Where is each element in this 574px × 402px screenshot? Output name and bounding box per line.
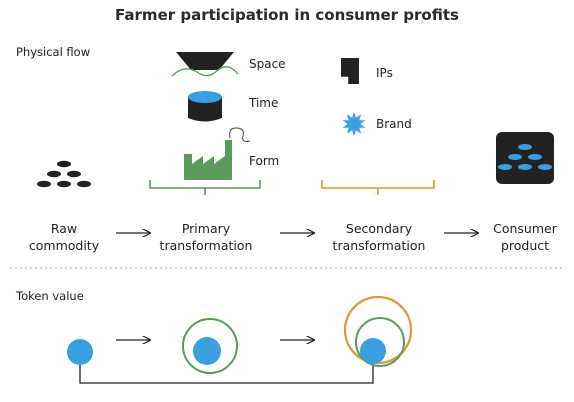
diagram-title: Farmer participation in consumer profits <box>115 6 459 24</box>
sun-badge-icon <box>342 112 366 136</box>
factory-icon <box>184 127 251 180</box>
stage-label-line1: Consumer <box>493 221 557 236</box>
stage-label-line1: Primary <box>181 221 231 236</box>
token-primary-core <box>193 337 221 365</box>
stage-label-secondary-transformation: Secondary transformation <box>319 220 439 254</box>
section-label-token-value: Token value <box>16 289 84 303</box>
beans-icon <box>37 160 91 188</box>
stage-label-line1: Raw <box>50 221 78 236</box>
stage-label-line1: Secondary <box>345 221 413 236</box>
feature-label-space: Space <box>249 57 286 71</box>
token-secondary-inner-ring <box>355 317 405 367</box>
stage-label-line2: product <box>500 238 550 253</box>
primary-bracket <box>149 180 261 195</box>
feature-label-time: Time <box>249 96 279 110</box>
feature-label-form: Form <box>249 154 280 168</box>
stage-label-primary-transformation: Primary transformation <box>146 220 266 254</box>
token-raw <box>67 339 93 365</box>
stage-label-line2: commodity <box>28 238 100 253</box>
feature-label-brand: Brand <box>376 117 412 131</box>
token-primary-ring <box>182 318 238 374</box>
document-icon <box>341 58 359 84</box>
cylinder-icon <box>188 91 222 122</box>
section-label-physical-flow: Physical flow <box>16 45 91 59</box>
hourglass-funnel-icon <box>171 52 239 77</box>
feature-label-ips: IPs <box>376 66 393 80</box>
stage-label-consumer-product: Consumer product <box>465 220 574 254</box>
product-package-icon <box>496 132 554 184</box>
stage-label-raw-commodity: Raw commodity <box>4 220 124 254</box>
stage-label-line2: transformation <box>332 238 426 253</box>
stage-label-line2: transformation <box>159 238 253 253</box>
token-secondary-core <box>360 338 386 364</box>
token-connector <box>79 362 374 384</box>
secondary-bracket <box>321 180 435 195</box>
